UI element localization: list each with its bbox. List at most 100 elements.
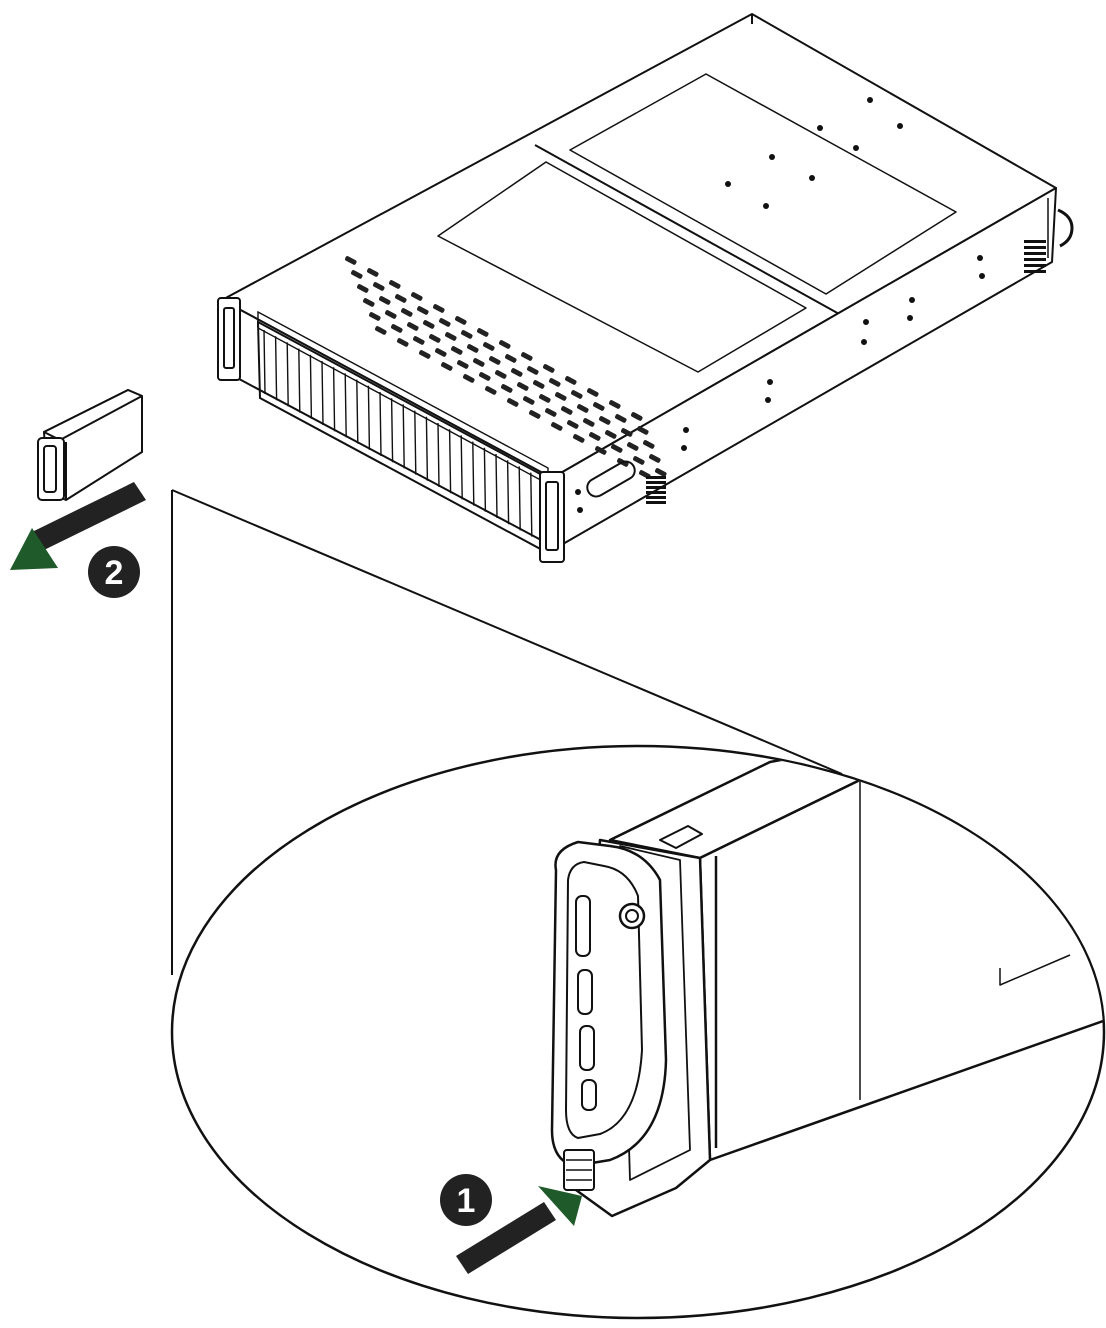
- vent-slot: [522, 396, 535, 405]
- vent-slot: [406, 322, 419, 331]
- screw-hole: [897, 123, 903, 129]
- drive-bay-slot: [379, 391, 382, 457]
- vent-slot: [394, 294, 407, 303]
- vent-slot: [498, 340, 511, 349]
- vent-slot: [564, 376, 577, 385]
- drive-bay-slot: [530, 472, 533, 537]
- screw-hole: [861, 339, 867, 345]
- drive-bay-slot: [274, 336, 278, 401]
- screw-hole: [909, 297, 915, 303]
- screw-hole: [817, 125, 823, 131]
- drive-bay-slot: [472, 441, 475, 506]
- drive-bay-slot: [414, 410, 417, 475]
- screw-hole: [681, 445, 687, 451]
- vent-slot: [620, 428, 633, 437]
- vent-slot: [378, 296, 391, 305]
- vent-slot: [476, 328, 489, 337]
- step-2-label: 2: [105, 554, 124, 592]
- screw-hole: [765, 397, 771, 403]
- drive-bay-slot: [425, 416, 429, 481]
- grille-bar: [1024, 246, 1046, 249]
- step-1-badge: 1: [440, 1174, 492, 1226]
- vent-slot: [648, 454, 661, 463]
- release-arrow-icon: [456, 1186, 582, 1274]
- magnifier-callout-lines: [171, 489, 843, 975]
- vent-slot: [548, 378, 561, 387]
- vent-slot: [372, 282, 385, 291]
- vent-slot: [484, 386, 497, 395]
- drive-bay-slot: [367, 385, 371, 450]
- vent-slot: [438, 318, 451, 327]
- vent-slot: [610, 444, 623, 453]
- chassis-vent-slots: [344, 256, 667, 479]
- grille-bar: [646, 476, 666, 479]
- vent-slot: [566, 420, 579, 429]
- step-1-label: 1: [457, 1182, 476, 1220]
- drive-bay-slot: [298, 348, 301, 413]
- vent-slot: [506, 398, 519, 407]
- vent-slot: [362, 298, 375, 307]
- screw-hole: [767, 379, 773, 385]
- vent-slot: [466, 344, 479, 353]
- vent-slot: [412, 336, 425, 345]
- grille-bar: [1024, 252, 1046, 255]
- vent-slot: [642, 440, 655, 449]
- vent-slot: [532, 380, 545, 389]
- vent-slot: [576, 404, 589, 413]
- vent-slot: [390, 324, 403, 333]
- vent-slot: [450, 346, 463, 355]
- screw-hole: [575, 489, 581, 495]
- drive-bay-slot: [344, 373, 347, 438]
- chassis-side-details: [575, 97, 1046, 513]
- screw-hole: [763, 203, 769, 209]
- vent-slot: [510, 368, 523, 377]
- vent-slot: [454, 316, 467, 325]
- vent-slot: [384, 310, 397, 319]
- vent-slot: [542, 364, 555, 373]
- vent-slot: [396, 338, 409, 347]
- vent-slot: [350, 270, 363, 279]
- vent-slot: [516, 382, 529, 391]
- screw-hole: [977, 255, 983, 261]
- grille-bar: [646, 481, 666, 484]
- server-chassis-icon: [221, 13, 1074, 549]
- grille-bar: [1024, 264, 1046, 267]
- vent-slot: [586, 388, 599, 397]
- vent-slot: [416, 306, 429, 315]
- vent-slot: [422, 320, 435, 329]
- vent-slot: [356, 284, 369, 293]
- vent-slot: [488, 356, 501, 365]
- vent-slot: [462, 374, 475, 383]
- vent-slot: [456, 360, 469, 369]
- screw-hole: [683, 427, 689, 433]
- vent-slot: [478, 372, 491, 381]
- vent-slot: [632, 456, 645, 465]
- drive-bay-slot: [495, 453, 498, 519]
- drive-bay-slot: [332, 367, 336, 432]
- vent-slot: [504, 354, 517, 363]
- drive-bay-slot: [402, 404, 405, 469]
- screw-hole: [725, 181, 731, 187]
- drive-bay-slot: [448, 429, 452, 494]
- vent-slot: [472, 358, 485, 367]
- grille-bar: [646, 501, 666, 504]
- vent-slot: [594, 446, 607, 455]
- screw-hole: [853, 145, 859, 151]
- grille-bar: [1024, 270, 1046, 273]
- vent-slot: [570, 390, 583, 399]
- screw-hole: [577, 507, 583, 513]
- vent-slot: [432, 304, 445, 313]
- vent-slot: [592, 402, 605, 411]
- vent-slot: [520, 352, 533, 361]
- vent-slot: [654, 468, 667, 477]
- drive-carrier-icon: [37, 389, 143, 501]
- vent-slot: [550, 422, 563, 431]
- vent-slot: [388, 280, 401, 289]
- vent-slot: [608, 400, 621, 409]
- vent-slot: [636, 426, 649, 435]
- vent-slot: [538, 394, 551, 403]
- vent-slot: [582, 418, 595, 427]
- vent-slot: [400, 308, 413, 317]
- screw-hole: [867, 97, 873, 103]
